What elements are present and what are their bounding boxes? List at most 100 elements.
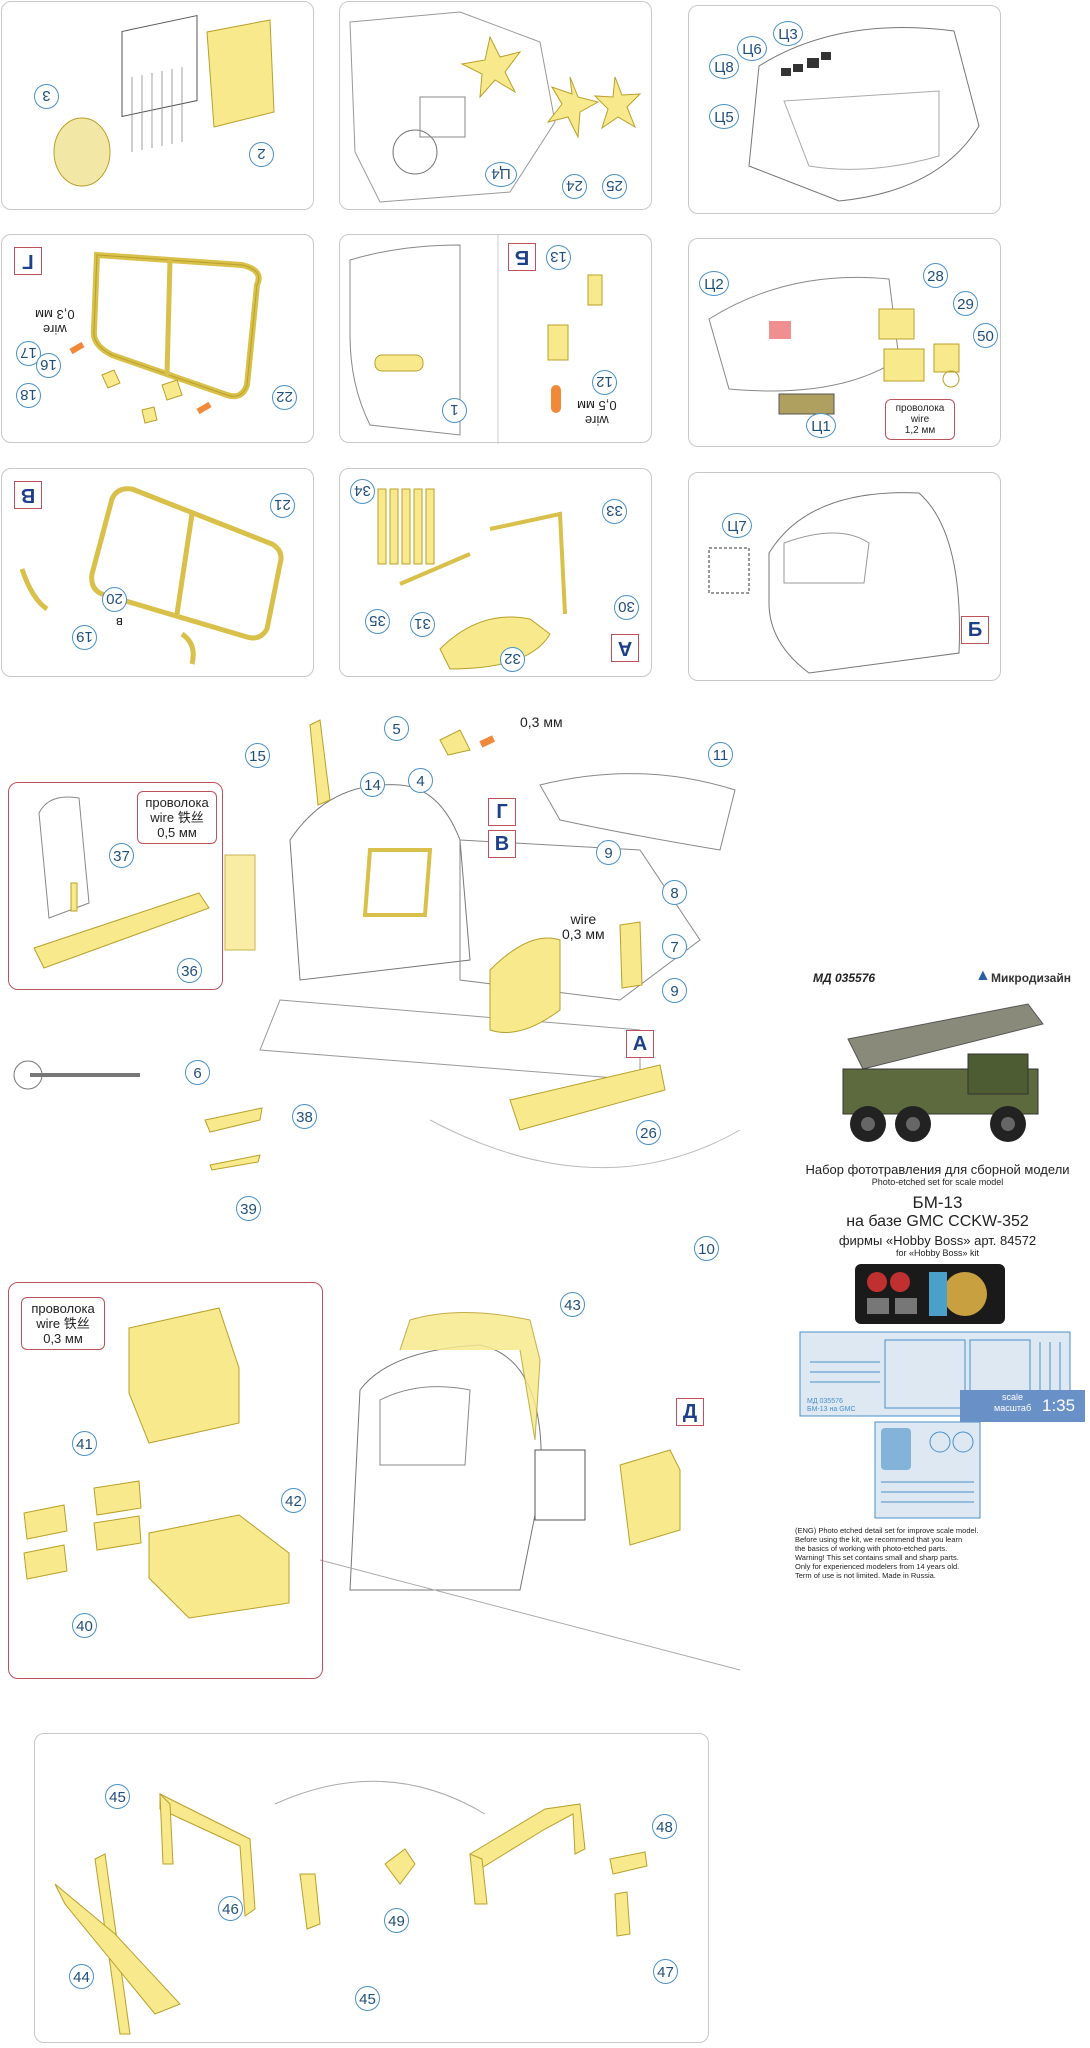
product-photo <box>817 999 1058 1154</box>
hood-grille-drawing <box>349 235 603 444</box>
part-callout-22: 22 <box>272 385 297 410</box>
disclaimer-line: Before using the kit, we recommend that … <box>795 1535 963 1544</box>
kit-for: for «Hobby Boss» kit <box>895 1248 980 1258</box>
part-callout-16: 16 <box>36 353 61 378</box>
part-callout-c1: Ц1 <box>806 413 836 438</box>
grille-a-drawing <box>377 488 567 670</box>
panel-radiator: 3 2 <box>1 1 314 210</box>
part-callout-37: 37 <box>109 843 134 868</box>
windshield-v-drawing <box>19 486 284 665</box>
part-callout-47: 47 <box>653 1959 678 1984</box>
part-callout-15: 15 <box>245 743 270 768</box>
radiator-drawing <box>53 14 275 187</box>
part-callout-11: 11 <box>708 742 733 767</box>
part-callout-19: 19 <box>72 625 97 650</box>
part-callout-38: 38 <box>292 1104 317 1129</box>
part-callout-9b: 9 <box>662 978 687 1003</box>
brand-logo-icon: ▲ <box>975 967 991 984</box>
cab-assembly-drawing <box>319 1312 741 1671</box>
disclaimer-line: the basics of working with photo-etched … <box>795 1544 948 1553</box>
part-callout-8: 8 <box>662 880 687 905</box>
part-callout-c5: Ц5 <box>709 104 739 129</box>
panel-grille-a: 34 33 35 31 30 32 А <box>339 468 652 677</box>
part-callout-13: 13 <box>546 245 571 270</box>
disclaimer: (ENG) Photo etched detail set for improv… <box>795 1526 980 1580</box>
model-name: БМ-13 <box>912 1193 963 1212</box>
part-callout-4: 4 <box>408 768 433 793</box>
part-callout-48: 48 <box>652 1814 677 1839</box>
part-callout-12: 12 <box>592 370 617 395</box>
small-mark-v: в <box>116 615 123 630</box>
part-callout-39: 39 <box>236 1196 261 1221</box>
part-callout-1: 1 <box>442 398 467 423</box>
size-label-03: 0,3 мм <box>520 714 563 730</box>
part-callout-33: 33 <box>602 499 627 524</box>
disclaimer-line: Only for experienced modelers from 14 ye… <box>795 1562 960 1571</box>
part-callout-45b: 45 <box>355 1986 380 2011</box>
part-callout-2: 2 <box>249 142 274 167</box>
medium-fret-image <box>874 1421 981 1519</box>
disclaimer-line: Warning! This set contains small and sha… <box>795 1553 959 1562</box>
part-callout-c8: Ц8 <box>709 54 739 79</box>
part-callout-41: 41 <box>72 1431 97 1456</box>
part-callout-31: 31 <box>410 612 435 637</box>
kit-firm: фирмы «Hobby Boss» арт. 84572 <box>838 1233 1037 1248</box>
part-callout-30: 30 <box>614 595 639 620</box>
part-callout-40: 40 <box>72 1613 97 1638</box>
part-callout-c3: Ц3 <box>773 21 803 46</box>
rear-supports-drawing <box>54 1780 648 2035</box>
model-base: на базе GMC CCKW-352 <box>846 1213 1029 1230</box>
panel-cab-interior: Ц3 Ц6 Ц8 Ц5 <box>688 5 1001 214</box>
part-callout-10: 10 <box>694 1236 719 1261</box>
part-callout-c2: Ц2 <box>699 271 729 296</box>
small-fret-image <box>855 1264 1005 1324</box>
windshield-g-drawing <box>69 251 262 424</box>
assembly-letter-v-main: В <box>488 830 516 858</box>
part-callout-42: 42 <box>281 1488 306 1513</box>
dashboard-drawing <box>708 276 960 415</box>
disclaimer-line: (ENG) Photo etched detail set for improv… <box>795 1526 979 1535</box>
panel-cab-rear: Ц7 Б <box>688 472 1001 681</box>
part-callout-5: 5 <box>384 716 409 741</box>
part-callout-24: 24 <box>562 174 587 199</box>
panel-engine-fan: Ц4 24 25 <box>339 1 652 210</box>
inset-mirror-drawing <box>33 796 210 969</box>
part-callout-3: 3 <box>34 84 59 109</box>
cab-interior-drawing <box>748 27 980 202</box>
panel-windshield-v: В 21 20 в 19 <box>1 468 314 677</box>
product-code: МД 035576 <box>813 971 876 985</box>
main-assembly-drawing <box>13 719 741 1171</box>
part-callout-43: 43 <box>560 1292 585 1317</box>
part-callout-28: 28 <box>923 263 948 288</box>
title-en: Photo-etched set for scale model <box>871 1177 1004 1187</box>
part-callout-35: 35 <box>365 609 390 634</box>
assembly-letter-b: Б <box>508 243 536 271</box>
assembly-letter-a-main: А <box>626 1030 654 1058</box>
part-callout-18: 18 <box>16 383 41 408</box>
part-callout-26: 26 <box>636 1120 661 1145</box>
brand-header: МД 035576 ▲ Микродизайн <box>795 965 1080 995</box>
engine-fan-drawing <box>349 11 642 203</box>
product-info: МД 035576 ▲ Микродизайн Набор фототравле… <box>795 965 1080 1580</box>
part-callout-32: 32 <box>500 647 525 672</box>
part-callout-21: 21 <box>270 493 295 518</box>
assembly-letter-b2: Б <box>961 616 989 644</box>
panel-rear-supports: 45 48 46 49 44 45 47 <box>34 1733 709 2043</box>
part-callout-36: 36 <box>177 958 202 983</box>
part-callout-c6: Ц6 <box>737 36 767 61</box>
disclaimer-line: Term of use is not limited. Made in Russ… <box>795 1571 936 1580</box>
part-callout-25: 25 <box>602 174 627 199</box>
part-callout-29: 29 <box>953 291 978 316</box>
